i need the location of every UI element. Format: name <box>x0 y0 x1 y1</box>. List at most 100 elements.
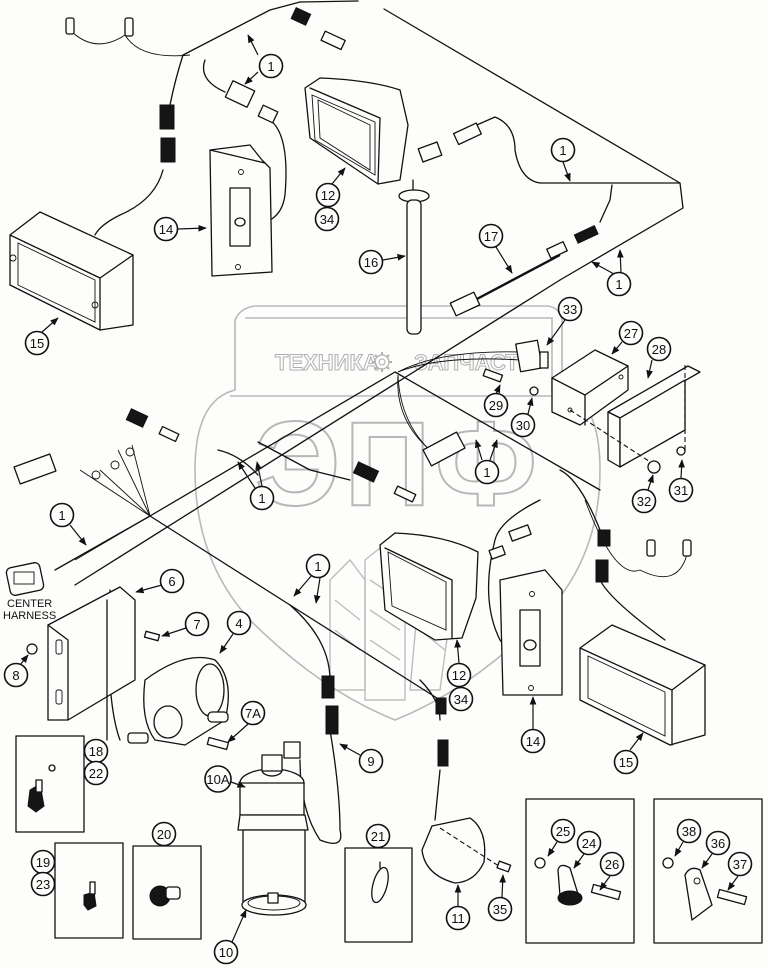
callout-leader-arrow <box>495 246 513 274</box>
callout-number: 20 <box>157 827 171 842</box>
callout-circle <box>24 330 50 356</box>
callout-number: 25 <box>556 824 570 839</box>
callout-number: 1 <box>58 508 65 523</box>
callout-leader-arrow <box>611 341 623 355</box>
sender-tube <box>398 122 482 335</box>
inset-19-23 <box>54 842 124 939</box>
callout-circle <box>249 485 275 511</box>
inset-18-22 <box>15 735 85 833</box>
callout-number: 36 <box>711 836 725 851</box>
connector-5pin-center <box>422 431 466 467</box>
callout-34: 34 <box>314 206 340 232</box>
callout-number: 11 <box>451 911 465 926</box>
callout-leader-arrow <box>573 853 585 869</box>
callout-32: 32 <box>631 474 657 514</box>
callout-30: 30 <box>510 397 536 438</box>
callout-25: 25 <box>547 818 576 857</box>
callout-31: 31 <box>668 459 694 503</box>
callout-circle <box>83 760 109 786</box>
callout-circle <box>184 611 210 637</box>
callout-number: 37 <box>733 857 747 872</box>
callout-leader-arrow <box>19 654 29 666</box>
callout-number: 1 <box>314 559 321 574</box>
callout-33: 33 <box>546 296 583 346</box>
callout-28: 28 <box>646 336 672 379</box>
callout-circle <box>606 271 632 297</box>
callout-1: 1 <box>49 502 87 546</box>
callout-number: 17 <box>484 229 498 244</box>
callout-circle <box>204 765 232 793</box>
callout-1: 1 <box>244 34 284 85</box>
callout-7a: 7A <box>227 700 266 743</box>
callout-circle <box>448 686 474 712</box>
callout-37: 37 <box>727 851 753 891</box>
nut-30 <box>529 386 539 396</box>
screw-7 <box>143 630 161 642</box>
callout-circle <box>213 939 239 965</box>
callout-number: 1 <box>258 491 265 506</box>
callout-number: 1 <box>267 59 274 74</box>
callout-10a: 10A <box>204 765 246 793</box>
callout-leader-arrow <box>493 384 501 395</box>
callout-circle <box>305 553 331 579</box>
callout-leader-arrow <box>382 254 406 261</box>
nut-8 <box>26 643 38 655</box>
callout-number: 15 <box>30 336 44 351</box>
callout-circle <box>478 223 504 249</box>
callout-leader-arrow <box>219 633 234 654</box>
callout-leader-arrow <box>244 71 259 85</box>
callout-leader-arrow <box>293 574 313 597</box>
callout-leader-arrow <box>629 732 644 751</box>
ring-terminals-top <box>65 17 134 37</box>
callout-circle <box>358 249 384 275</box>
callout-leader-arrow <box>591 261 615 275</box>
callout-number: 35 <box>493 902 507 917</box>
callout-36: 36 <box>701 830 731 869</box>
callout-circle <box>676 818 702 844</box>
callout-circle <box>445 905 471 931</box>
nut-31 <box>676 446 686 456</box>
callout-leader-arrow <box>474 439 483 461</box>
wiring-harness <box>54 0 689 844</box>
callout-circle <box>3 662 29 688</box>
callout-14: 14 <box>153 216 207 242</box>
callout-circle <box>550 818 576 844</box>
callout-number: 29 <box>489 398 503 413</box>
callout-number: 32 <box>637 494 651 509</box>
callout-6: 6 <box>135 568 185 594</box>
callout-number: 14 <box>159 222 173 237</box>
callout-22: 22 <box>83 760 109 786</box>
center-harness-label-line2: HARNESS <box>3 610 56 622</box>
callout-number: 10A <box>206 772 229 787</box>
tail-lamp-left <box>9 211 134 331</box>
callout-21: 21 <box>365 823 391 849</box>
center-harness-label-line1: CENTER <box>7 598 52 610</box>
callout-circle <box>613 749 639 775</box>
callout-number: 31 <box>674 483 688 498</box>
callout-number: 28 <box>652 342 666 357</box>
callout-leader-arrow <box>69 524 87 546</box>
callout-1: 1 <box>237 461 275 511</box>
callout-circle <box>599 851 625 877</box>
callout-23: 23 <box>30 871 56 897</box>
callout-number: 7A <box>245 706 261 721</box>
center-harness-connector <box>5 562 45 596</box>
callout-circle <box>49 502 75 528</box>
tail-lamp-right <box>579 529 706 746</box>
callout-leader-arrow <box>313 577 321 604</box>
connector-9 <box>283 675 449 767</box>
callout-number: 15 <box>619 755 633 770</box>
callout-leader-arrow <box>674 841 684 857</box>
callout-circle <box>30 871 56 897</box>
callout-circle <box>159 568 185 594</box>
callout-number: 34 <box>320 212 334 227</box>
callout-number: 10 <box>219 945 233 960</box>
callout-38: 38 <box>674 818 702 857</box>
callout-12: 12 <box>446 639 472 688</box>
callout-circle <box>151 821 177 847</box>
callouts: 11111114677A891010A111234123414141515161… <box>3 34 753 965</box>
callout-number: 38 <box>682 824 696 839</box>
inset-20 <box>132 845 202 940</box>
module-27 <box>551 349 629 426</box>
callout-circle <box>315 182 341 208</box>
